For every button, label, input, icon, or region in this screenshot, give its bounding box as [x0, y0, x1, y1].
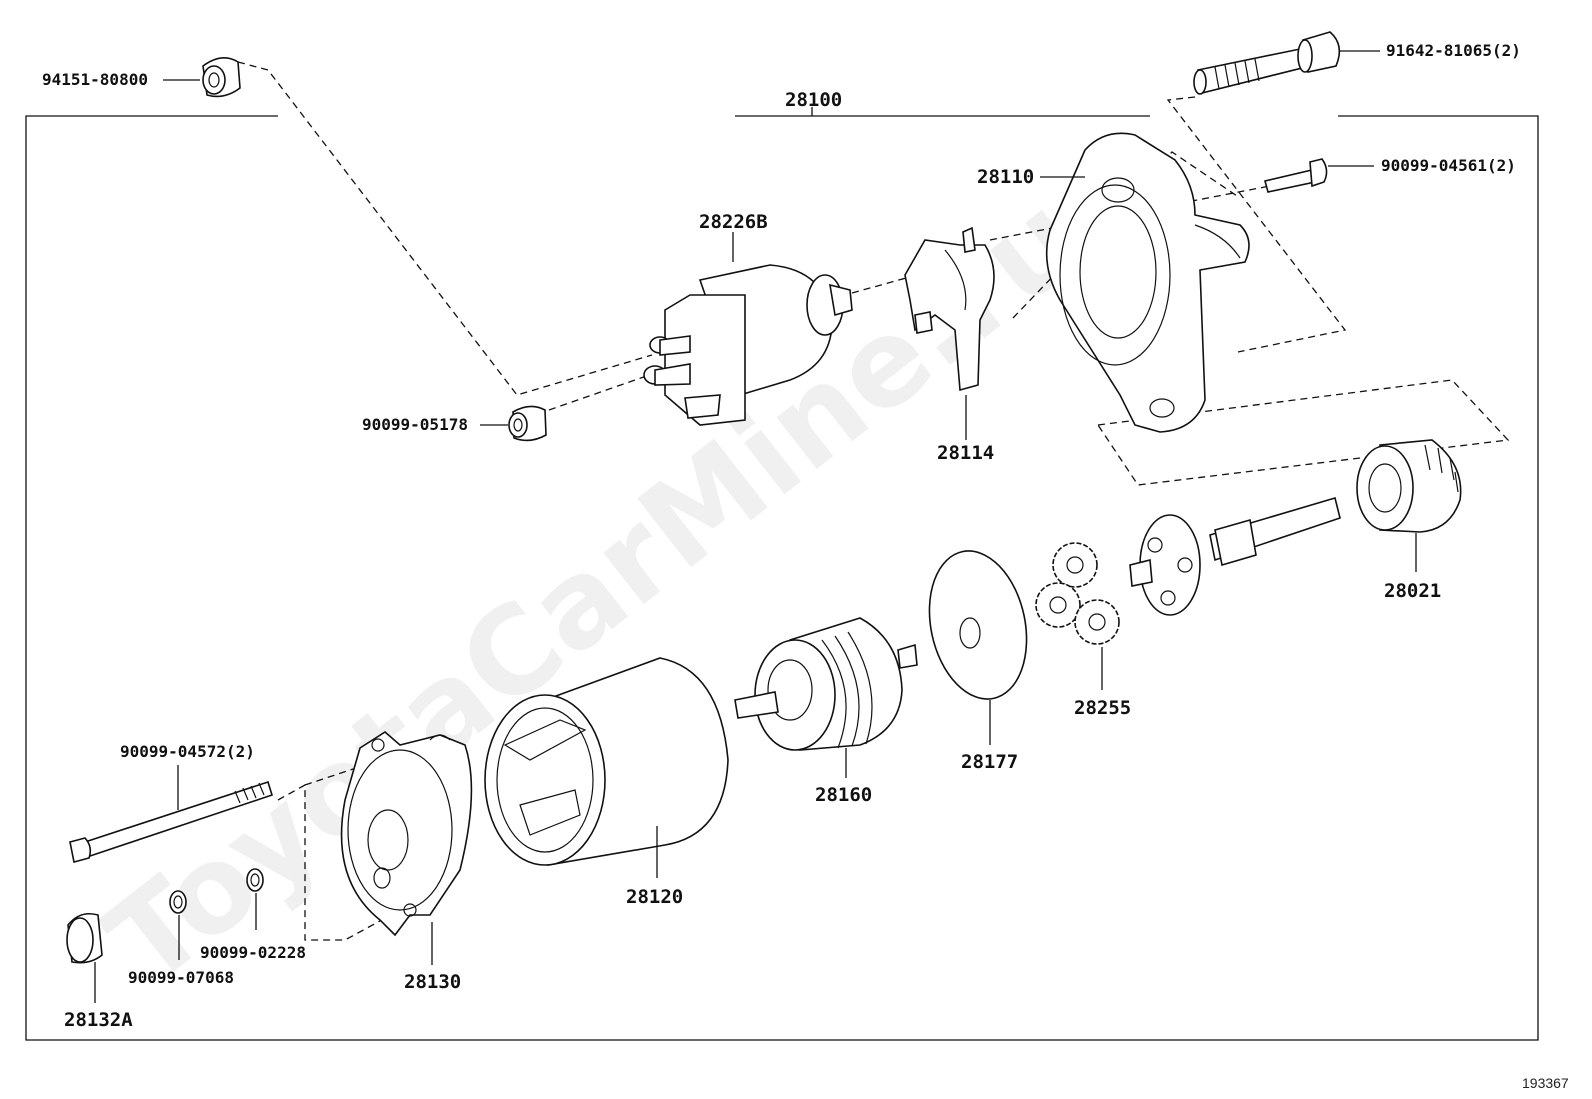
label-90099-04561: 90099-04561(2): [1381, 156, 1516, 175]
label-90099-07068: 90099-07068: [128, 968, 234, 987]
label-91642-81065: 91642-81065(2): [1386, 41, 1521, 60]
nut-90099-05178[interactable]: [508, 405, 547, 442]
reference-number: 193367: [1522, 1075, 1569, 1091]
label-90099-02228: 90099-02228: [200, 943, 306, 962]
label-90099-04572: 90099-04572(2): [120, 742, 255, 761]
drive-housing-28110[interactable]: [1045, 132, 1250, 433]
label-28110: 28110: [977, 166, 1034, 188]
label-28132A: 28132A: [64, 1009, 133, 1031]
assembly-label: 28100: [785, 89, 842, 111]
label-28177: 28177: [961, 751, 1018, 773]
armature-28160[interactable]: [734, 617, 918, 751]
label-28120: 28120: [626, 886, 683, 908]
nut-94151-80800[interactable]: [202, 57, 241, 98]
label-90099-05178: 90099-05178: [362, 415, 468, 434]
planetary-shaft[interactable]: [1129, 496, 1341, 616]
label-28021: 28021: [1384, 580, 1441, 602]
end-frame-28130[interactable]: [340, 731, 473, 937]
through-bolt-90099-04572[interactable]: [69, 780, 273, 863]
end-cap-28132A[interactable]: [66, 912, 103, 964]
label-94151-80800: 94151-80800: [42, 70, 148, 89]
label-28226B: 28226B: [699, 211, 768, 233]
planetary-gears-28255[interactable]: [1035, 542, 1120, 645]
bolt-91642-81065[interactable]: [1193, 31, 1341, 95]
label-28255: 28255: [1074, 697, 1131, 719]
plate-28177[interactable]: [916, 542, 1039, 708]
solenoid-28226B[interactable]: [643, 264, 853, 426]
washer-90099-07068[interactable]: [169, 890, 187, 914]
washer-90099-02228[interactable]: [246, 868, 264, 892]
label-28130: 28130: [404, 971, 461, 993]
yoke-28120[interactable]: [484, 657, 729, 866]
lever-28114[interactable]: [904, 226, 995, 392]
screw-90099-04561[interactable]: [1264, 158, 1328, 193]
label-28160: 28160: [815, 784, 872, 806]
label-28114: 28114: [937, 442, 994, 464]
assembly-frame: [25, 107, 1539, 1041]
pinion-clutch-28021[interactable]: [1356, 439, 1462, 533]
